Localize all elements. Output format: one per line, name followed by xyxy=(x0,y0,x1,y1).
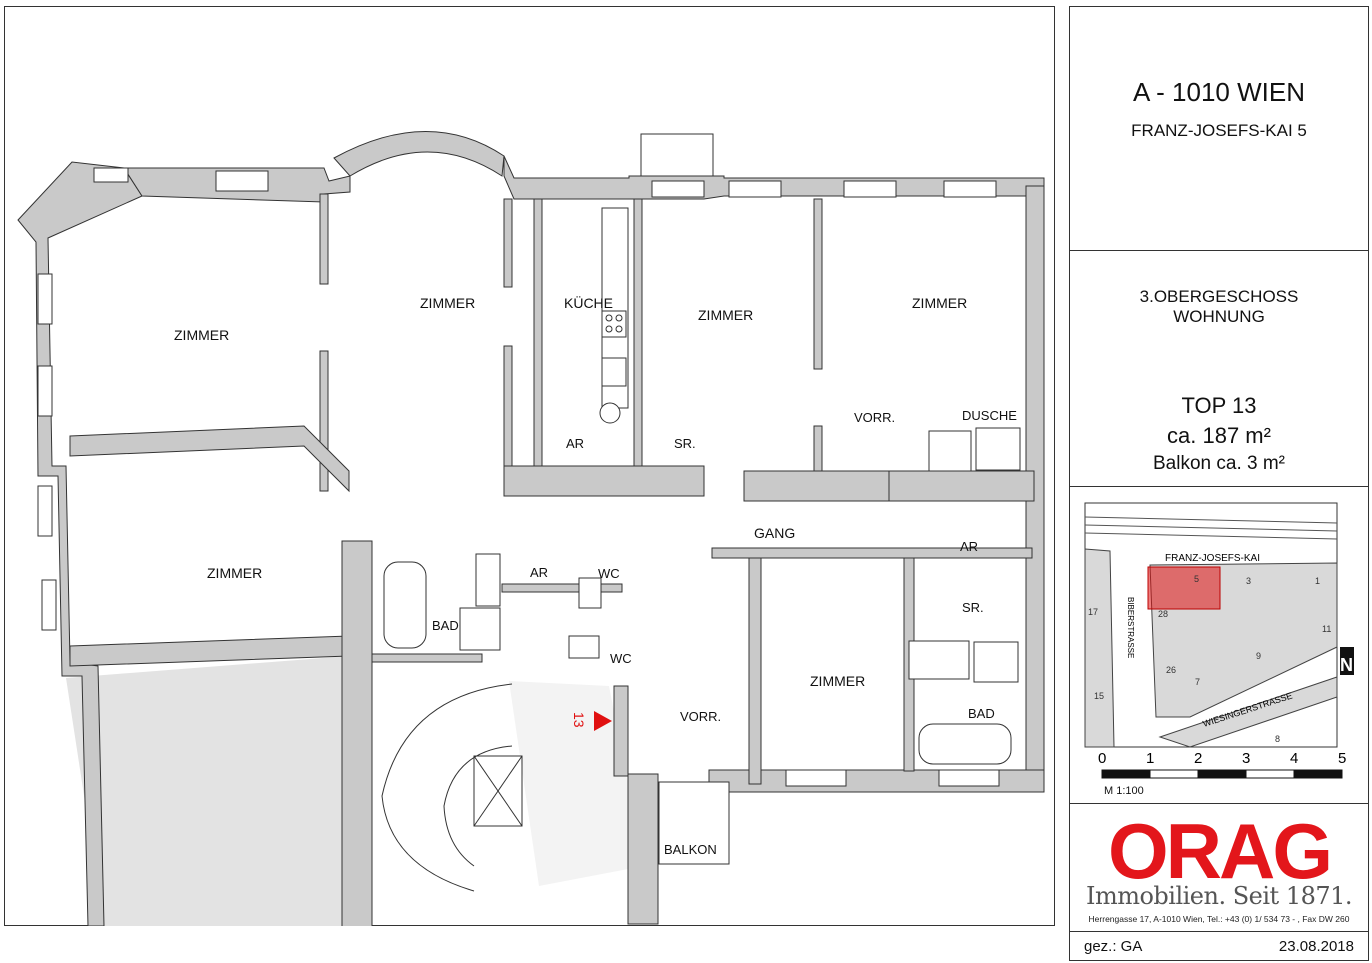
map-number: 15 xyxy=(1094,691,1104,701)
location-map: FRANZ-JOSEFS-KAI BIBERSTRASSE WIESINGERS… xyxy=(1084,502,1354,779)
map-street-kai: FRANZ-JOSEFS-KAI xyxy=(1165,553,1260,564)
logo-section: ORAG Immobilien. Seit 1871. Herrengasse … xyxy=(1070,804,1368,932)
unit-area: ca. 187 m² xyxy=(1167,423,1271,448)
balcony-area: Balkon ca. 3 m² xyxy=(1153,453,1285,474)
highlight-building xyxy=(1147,566,1221,610)
scale-label: M 1:100 xyxy=(1104,785,1144,797)
windows xyxy=(37,133,1000,787)
unit-info-section: 3.OBERGESCHOSS WOHNUNG TOP 13 ca. 187 m²… xyxy=(1070,251,1368,487)
address-section: A - 1010 WIEN FRANZ-JOSEFS-KAI 5 xyxy=(1070,7,1368,251)
floor-plan-frame xyxy=(4,6,1055,926)
room-ar-2: AR xyxy=(530,565,548,580)
floor-info: 3.OBERGESCHOSS WOHNUNG xyxy=(1070,287,1368,327)
room-zimmer-3: ZIMMER xyxy=(698,307,753,323)
room-ar-3: AR xyxy=(960,539,978,554)
landing-area xyxy=(509,681,644,886)
staircase-area xyxy=(66,656,354,926)
map-number: 28 xyxy=(1158,609,1168,619)
room-vorr-1: VORR. xyxy=(854,410,895,425)
room-balkon: BALKON xyxy=(664,842,717,857)
scale-bar xyxy=(1101,769,1343,779)
room-kueche: KÜCHE xyxy=(564,294,613,311)
room-zimmer-1: ZIMMER xyxy=(174,327,229,343)
map-number: 5 xyxy=(1194,574,1199,584)
room-sr-2: SR. xyxy=(962,600,984,615)
room-bad-1: BAD xyxy=(432,618,459,633)
scale-tick: 3 xyxy=(1242,750,1250,767)
unit-marker: 13 xyxy=(571,712,587,728)
room-vorr-2: VORR. xyxy=(680,709,721,724)
orag-logo: ORAG xyxy=(1108,808,1333,888)
location-map-section: FRANZ-JOSEFS-KAI BIBERSTRASSE WIESINGERS… xyxy=(1070,487,1368,804)
room-zimmer-2: ZIMMER xyxy=(420,295,475,311)
room-wc-2: WC xyxy=(610,651,632,666)
map-number: 7 xyxy=(1195,677,1200,687)
company-address: Herrengasse 17, A-1010 Wien, Tel.: +43 (… xyxy=(1088,914,1350,924)
city: A - 1010 WIEN xyxy=(1133,77,1305,107)
room-dusche: DUSCHE xyxy=(962,408,1017,423)
scale-tick: 4 xyxy=(1290,750,1298,767)
room-zimmer-6: ZIMMER xyxy=(810,673,865,689)
map-number: 17 xyxy=(1088,607,1098,617)
scale-tick: 1 xyxy=(1146,750,1154,767)
floor-label: 3.OBERGESCHOSS xyxy=(1139,287,1299,306)
map-number: 8 xyxy=(1275,734,1280,744)
floor-plan: ZIMMER ZIMMER KÜCHE ZIMMER ZIMMER ZIMMER… xyxy=(17,131,1045,926)
map-number: 26 xyxy=(1166,665,1176,675)
room-zimmer-4: ZIMMER xyxy=(912,295,967,311)
map-number: 11 xyxy=(1322,624,1331,634)
info-panel: A - 1010 WIEN FRANZ-JOSEFS-KAI 5 3.OBERG… xyxy=(1069,6,1369,961)
logo-brand: ORAG xyxy=(1108,808,1330,888)
unit-type: WOHNUNG xyxy=(1173,307,1265,326)
scale-tick: 2 xyxy=(1194,750,1202,767)
scale-tick: 0 xyxy=(1098,750,1106,767)
room-wc-1: WC xyxy=(598,566,620,581)
room-zimmer-5: ZIMMER xyxy=(207,565,262,581)
room-gang: GANG xyxy=(754,525,795,541)
unit-number: TOP 13 xyxy=(1181,393,1257,418)
map-number: 9 xyxy=(1256,651,1261,661)
signed-by: gez.: GA xyxy=(1084,938,1143,955)
room-sr-1: SR. xyxy=(674,436,696,451)
room-bad-2: BAD xyxy=(968,706,995,721)
room-ar-1: AR xyxy=(566,436,584,451)
street: FRANZ-JOSEFS-KAI 5 xyxy=(1131,121,1307,140)
fixtures xyxy=(383,207,1021,865)
map-number: 3 xyxy=(1246,576,1251,586)
map-number: 1 xyxy=(1315,576,1320,586)
north-arrow-icon: N xyxy=(1340,655,1353,675)
signature-section: gez.: GA 23.08.2018 xyxy=(1070,932,1368,960)
scale-tick: 5 xyxy=(1338,750,1346,767)
logo-tagline: Immobilien. Seit 1871. xyxy=(1085,882,1353,910)
staircase xyxy=(381,683,523,892)
plan-date: 23.08.2018 xyxy=(1278,938,1354,955)
map-street-biber: BIBERSTRASSE xyxy=(1126,597,1135,658)
unit-entry-arrow-icon xyxy=(594,711,612,731)
